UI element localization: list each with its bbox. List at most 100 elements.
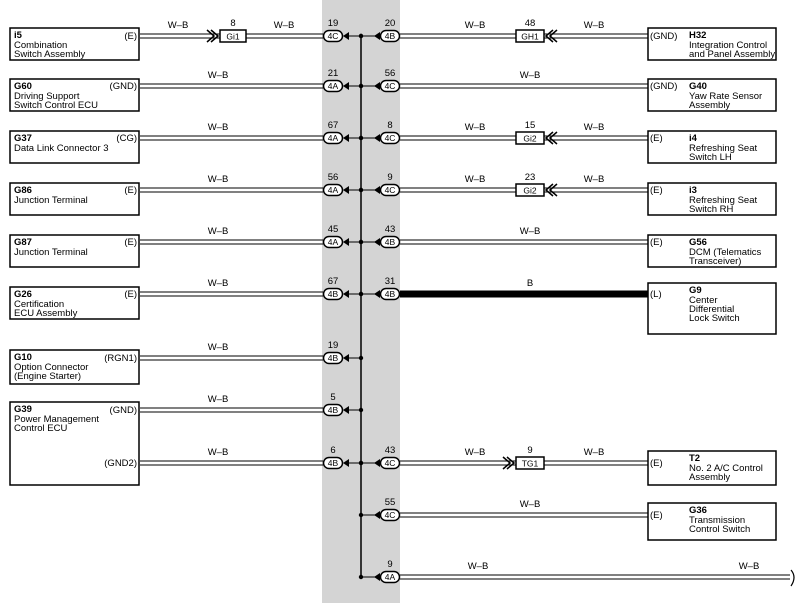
- right-wire-2-chevron-a: [544, 131, 554, 145]
- left-wire-2-pin: 67: [328, 120, 339, 131]
- right-wire-5-junction: [358, 291, 364, 297]
- right-component-g40: [647, 78, 777, 112]
- right-wire-0-pin: 20: [385, 18, 396, 29]
- left-component-g60-name-0: Driving Support: [14, 91, 80, 102]
- right-wire-8-pin: 9: [387, 559, 392, 570]
- left-component-i5-terminal-0: (E): [124, 31, 137, 42]
- right-wire-8-color-2: W–B: [739, 561, 760, 572]
- right-wire-6-color: W–B: [465, 447, 486, 458]
- left-component-g86-name-0: Junction Terminal: [14, 195, 88, 206]
- left-wire-0-connector-label: 4C: [328, 31, 339, 41]
- left-wire-8-connector: [322, 456, 344, 470]
- left-component-g86-code: G86: [14, 185, 32, 196]
- left-wire-5-connector: [322, 287, 344, 301]
- left-component-g60-code: G60: [14, 81, 32, 92]
- right-component-i3-name-0: Refreshing Seat: [689, 195, 757, 206]
- right-wire-8-continuation-mark: [790, 569, 795, 587]
- right-wire-1-arrow: [374, 82, 380, 90]
- right-wire-2-arrow: [374, 134, 380, 142]
- right-wire-7-connector-label: 4C: [385, 510, 396, 520]
- right-wire-0-connector-label: 4B: [385, 31, 396, 41]
- left-component-g37-name-0: Data Link Connector 3: [14, 143, 109, 154]
- right-wire-4-arrow: [374, 238, 380, 246]
- left-component-g87-terminal-0: (E): [124, 237, 137, 248]
- right-wire-7-color: W–B: [520, 499, 541, 510]
- right-wire-7-connector: [379, 508, 401, 522]
- right-component-i3: [647, 182, 777, 216]
- left-component-g10-name-1: (Engine Starter): [14, 371, 81, 382]
- left-component-g87: [9, 234, 140, 268]
- right-component-g9-code: G9: [689, 285, 702, 296]
- left-wire-4-connector-label: 4A: [328, 237, 339, 247]
- left-wire-5-connector-label: 4B: [328, 289, 339, 299]
- left-wire-0-connector: [322, 29, 344, 43]
- right-wire-3-connector-label: 4C: [385, 185, 396, 195]
- right-component-g56-name-1: Transceiver): [689, 256, 741, 267]
- right-wire-2-inline-pin: 15: [525, 120, 536, 131]
- left-component-g26-name-0: Certification: [14, 299, 64, 310]
- right-component-t2-code: T2: [689, 453, 700, 464]
- left-wire-7-arrow: [343, 406, 349, 414]
- left-component-g39-name-0: Power Management: [14, 414, 99, 425]
- right-wire-6-pin: 43: [385, 445, 396, 456]
- left-component-i5-name-1: Switch Assembly: [14, 49, 86, 60]
- right-component-i4-terminal: (E): [650, 133, 663, 144]
- right-wire-6-inline-pin: 9: [527, 445, 532, 456]
- left-wire-8-arrow: [343, 459, 349, 467]
- left-component-g37-terminal-0: (CG): [116, 133, 137, 144]
- left-wire-5-pin: 67: [328, 276, 339, 287]
- right-wire-2-chevron-b: [548, 131, 558, 145]
- left-wire-0-color: W–B: [168, 20, 189, 31]
- right-component-g56-name-0: DCM (Telematics: [689, 247, 762, 258]
- left-wire-3-arrow: [343, 186, 349, 194]
- right-component-g56-code: G56: [689, 237, 707, 248]
- right-wire-6-connector: [379, 456, 401, 470]
- left-component-g26-name-1: ECU Assembly: [14, 308, 78, 319]
- right-wire-2-connector: [379, 131, 401, 145]
- left-component-g39-name-1: Control ECU: [14, 423, 67, 434]
- left-wire-5-color: W–B: [208, 278, 229, 289]
- right-wire-3-inline-pin: 23: [525, 172, 536, 183]
- right-component-h32-name-1: and Panel Assembly: [689, 49, 775, 60]
- left-wire-8-pin: 6: [330, 445, 335, 456]
- right-wire-7-pin: 55: [385, 497, 396, 508]
- right-wire-2-color-2: W–B: [584, 122, 605, 133]
- left-component-g60-terminal-0: (GND): [110, 81, 137, 92]
- right-wire-3-junction: [358, 187, 364, 193]
- left-wire-7-connector-label: 4B: [328, 405, 339, 415]
- left-component-g39-terminal-0: (GND): [110, 405, 137, 416]
- left-wire-4-pin: 45: [328, 224, 339, 235]
- right-component-g40-code: G40: [689, 81, 707, 92]
- right-wire-5-color: B: [527, 278, 533, 289]
- left-component-g37-code: G37: [14, 133, 32, 144]
- right-component-g56-terminal: (E): [650, 237, 663, 248]
- right-wire-0-connector: [379, 29, 401, 43]
- left-component-g26-terminal-0: (E): [124, 289, 137, 300]
- left-component-g10-name-0: Option Connector: [14, 362, 88, 373]
- right-component-g56: [647, 234, 777, 268]
- right-component-t2-name-0: No. 2 A/C Control: [689, 463, 763, 474]
- left-wire-8-color: W–B: [208, 447, 229, 458]
- left-wire-0-pin: 19: [328, 18, 339, 29]
- left-wire-4-color: W–B: [208, 226, 229, 237]
- right-component-g40-terminal: (GND): [650, 81, 677, 92]
- right-wire-1-connector: [379, 79, 401, 93]
- right-wire-6-connector-label: 4C: [385, 458, 396, 468]
- left-wire-1-pin: 21: [328, 68, 339, 79]
- right-component-i3-name-1: Switch RH: [689, 204, 733, 215]
- left-wire-6-connector-label: 4B: [328, 353, 339, 363]
- right-wire-6-junction: [358, 460, 364, 466]
- right-wire-2-inline-connector: [515, 131, 545, 145]
- right-wire-3-inline-connector: [515, 183, 545, 197]
- left-wire-3-connector: [322, 183, 344, 197]
- right-component-i4-code: i4: [689, 133, 698, 144]
- left-wire-0-chevron-a: [210, 29, 220, 43]
- right-component-i4-name-1: Switch LH: [689, 152, 732, 163]
- left-wire-7-connector: [322, 403, 344, 417]
- right-wire-4-connector-label: 4B: [385, 237, 396, 247]
- left-component-g37: [9, 130, 140, 164]
- left-wire-0-inline-connector: [219, 29, 247, 43]
- right-wire-5-pin: 31: [385, 276, 396, 287]
- left-component-g39: [9, 401, 140, 486]
- right-wire-2-inline-label: Gi2: [523, 134, 537, 144]
